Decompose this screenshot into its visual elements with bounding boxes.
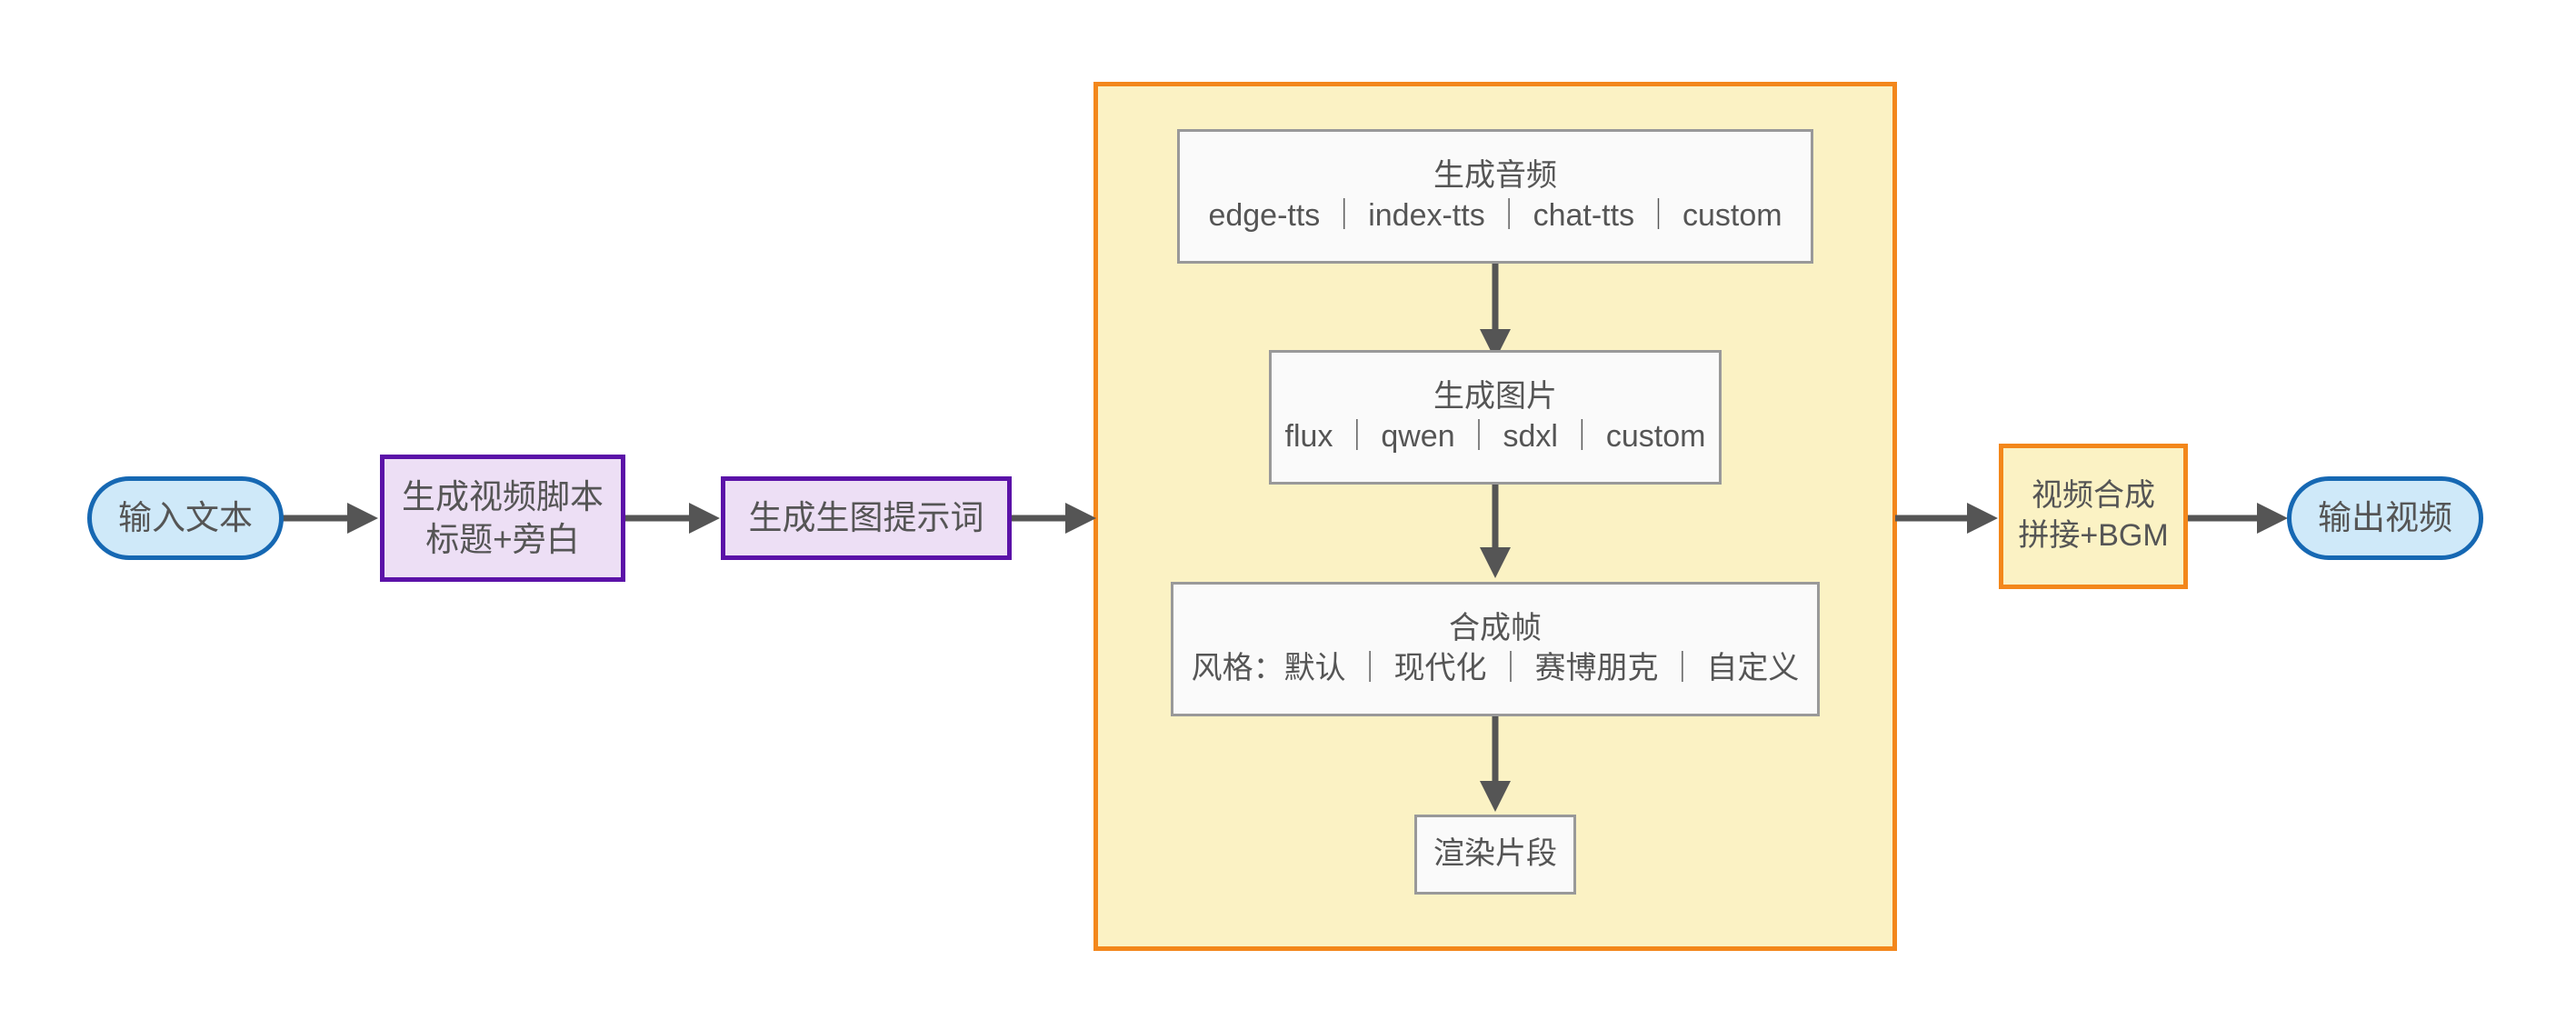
node-input-text-label: 输入文本 bbox=[118, 499, 253, 537]
node-output-video[interactable]: 输出视频 bbox=[2287, 476, 2483, 560]
edge-compose-to-render bbox=[1480, 714, 1511, 812]
node-video-merge-line2: 拼接+BGM bbox=[2018, 518, 2169, 553]
node-generate-audio-line1: 生成音频 bbox=[1433, 158, 1557, 194]
node-generate-audio-line2: edge-tts ｜ index-tts ｜ chat-tts ｜ custom bbox=[1208, 198, 1782, 233]
node-generate-script-line1: 生成视频脚本 bbox=[402, 477, 604, 515]
node-render-clip[interactable]: 渲染片段 bbox=[1414, 815, 1576, 895]
node-compose-frame-line2: 风格：默认 ｜ 现代化 ｜ 赛博朋克 ｜ 自定义 bbox=[1191, 651, 1800, 685]
node-generate-audio[interactable]: 生成音频 edge-tts ｜ index-tts ｜ chat-tts ｜ c… bbox=[1177, 129, 1813, 264]
edge-image-to-compose bbox=[1480, 480, 1511, 578]
edge-prompt-to-subgraph bbox=[1009, 503, 1096, 534]
edge-subgraph-to-merge bbox=[1895, 503, 1998, 534]
node-generate-image-line2: flux ｜ qwen ｜ sdxl ｜ custom bbox=[1284, 419, 1706, 454]
node-generate-image[interactable]: 生成图片 flux ｜ qwen ｜ sdxl ｜ custom bbox=[1269, 350, 1722, 485]
node-video-merge-line1: 视频合成 bbox=[2032, 478, 2155, 514]
edge-input-to-script bbox=[280, 503, 378, 534]
node-generate-prompt[interactable]: 生成生图提示词 bbox=[721, 476, 1012, 560]
node-generate-script-line2: 标题+旁白 bbox=[425, 521, 580, 558]
node-render-clip-label: 渲染片段 bbox=[1433, 836, 1557, 872]
node-generate-prompt-label: 生成生图提示词 bbox=[748, 499, 984, 537]
node-generate-image-line1: 生成图片 bbox=[1433, 379, 1557, 415]
edge-audio-to-image bbox=[1480, 262, 1511, 360]
edge-merge-to-output bbox=[2185, 503, 2288, 534]
node-video-merge[interactable]: 视频合成 拼接+BGM bbox=[1999, 444, 2188, 589]
node-generate-script[interactable]: 生成视频脚本 标题+旁白 bbox=[380, 455, 625, 582]
node-compose-frame[interactable]: 合成帧 风格：默认 ｜ 现代化 ｜ 赛博朋克 ｜ 自定义 bbox=[1171, 582, 1820, 716]
node-input-text[interactable]: 输入文本 bbox=[87, 476, 284, 560]
node-compose-frame-line1: 合成帧 bbox=[1449, 611, 1542, 646]
edge-script-to-prompt bbox=[622, 503, 720, 534]
node-output-video-label: 输出视频 bbox=[2318, 499, 2452, 537]
